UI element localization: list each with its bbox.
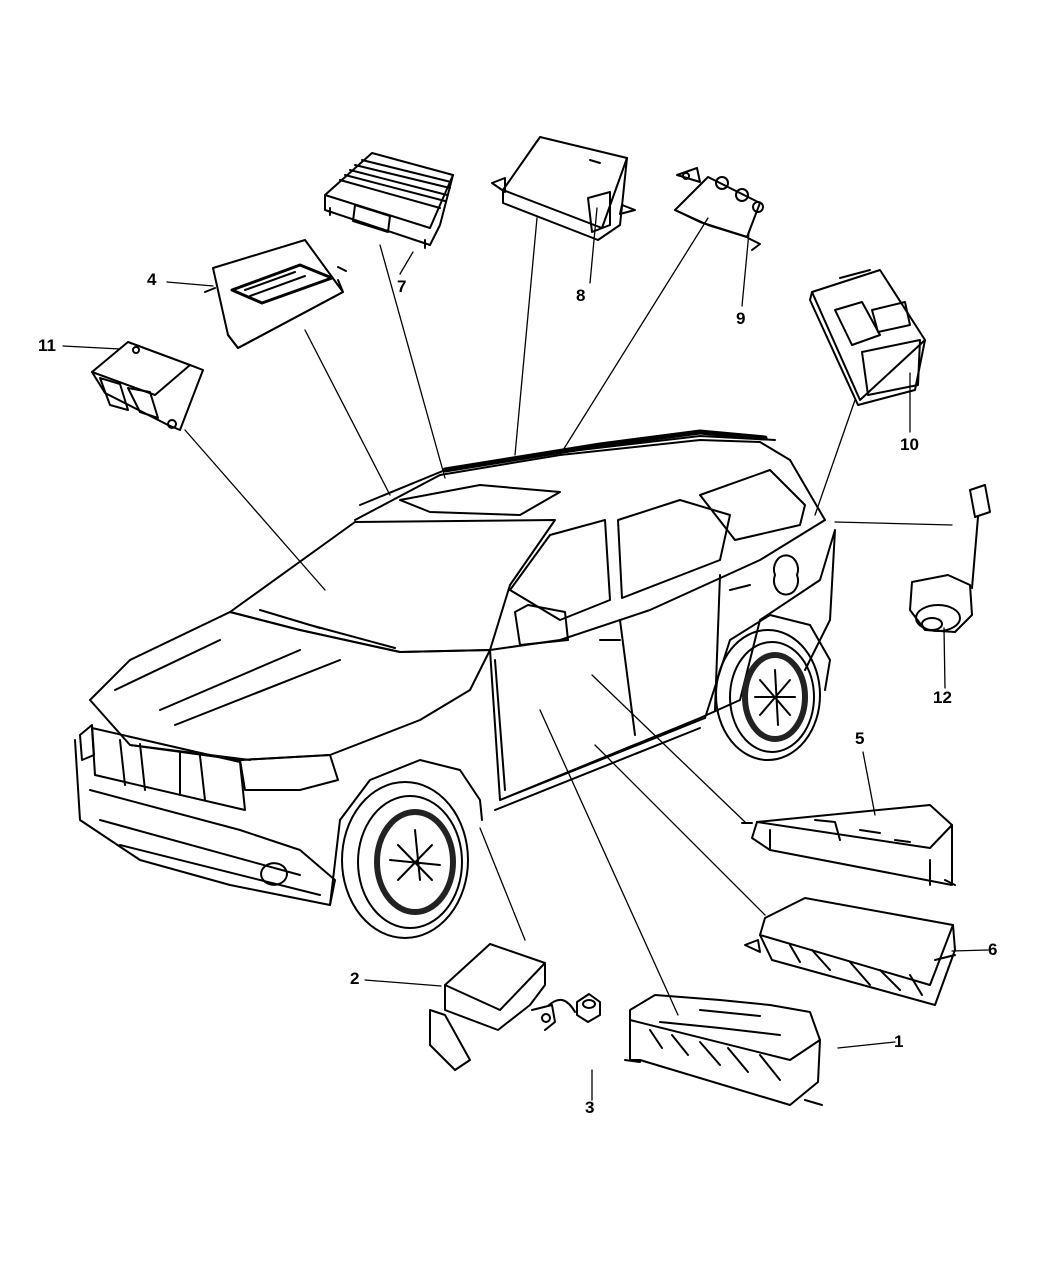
callout-1: 1	[894, 1032, 904, 1051]
callout-12: 12	[933, 688, 952, 707]
component-6-module	[744, 897, 956, 1006]
leader-lines	[62, 207, 989, 1101]
component-1-junction-block	[624, 994, 823, 1106]
callout-10: 10	[900, 435, 919, 454]
component-9-sensor	[674, 167, 764, 251]
callout-7: 7	[397, 277, 407, 296]
component-4-controller	[204, 239, 347, 349]
component-5-module	[741, 804, 956, 886]
component-10-module	[809, 269, 926, 406]
callout-2: 2	[350, 969, 360, 988]
callout-8: 8	[576, 286, 586, 305]
component-2-module	[429, 943, 576, 1071]
callout-4: 4	[147, 270, 157, 289]
component-11-restraint-controller	[91, 341, 204, 431]
callout-3: 3	[585, 1098, 595, 1117]
component-7-amplifier	[324, 152, 454, 249]
callout-9: 9	[736, 309, 746, 328]
callout-6: 6	[988, 940, 998, 959]
component-12-ignition	[909, 484, 991, 633]
vehicle-illustration	[74, 429, 836, 939]
callout-5: 5	[855, 729, 865, 748]
component-8-module	[491, 136, 636, 241]
component-3-nut	[576, 993, 601, 1023]
callout-11: 11	[38, 336, 56, 355]
